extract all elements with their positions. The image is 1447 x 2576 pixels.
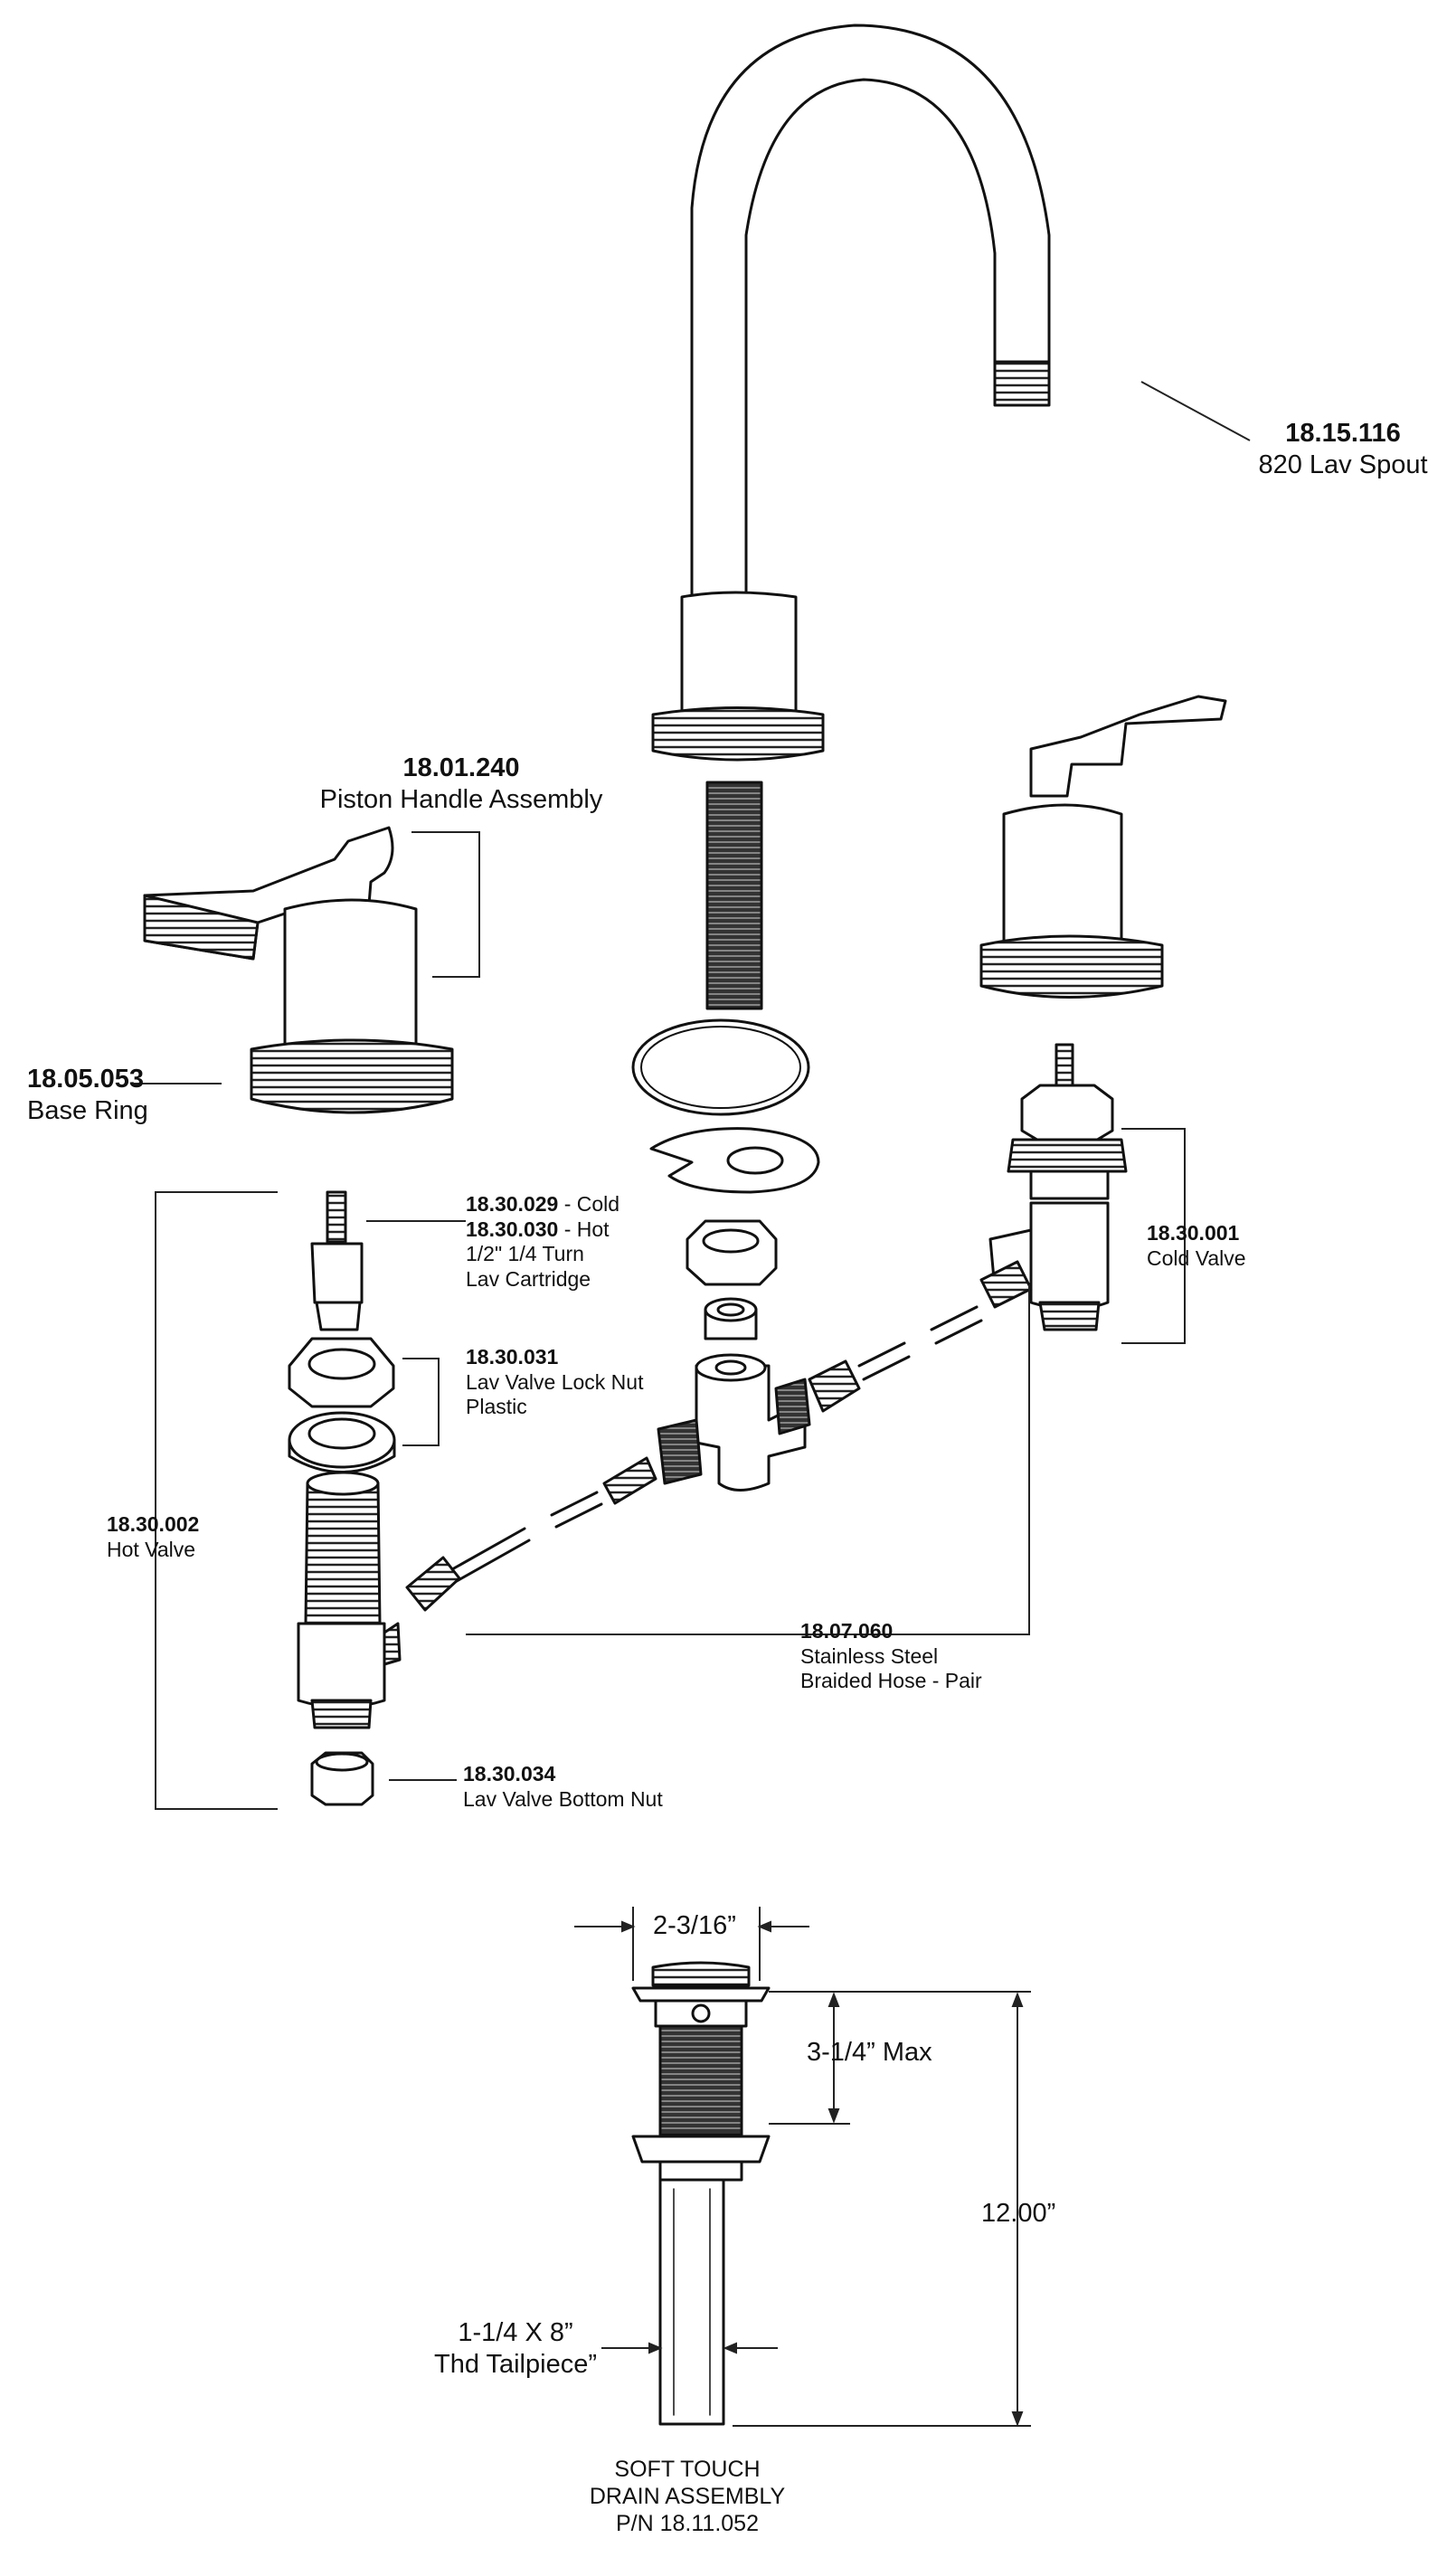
cartridge-label: 18.30.029 - Cold 18.30.030 - Hot 1/2" 1/… (466, 1192, 619, 1292)
spout-part-number: 18.15.116 (1285, 419, 1401, 448)
spout (690, 24, 1051, 599)
base-ring-part-name: Base Ring (27, 1095, 148, 1125)
hose-line1: Stainless Steel (800, 1643, 939, 1668)
drain-height-dimension: 12.00” (981, 2199, 1056, 2228)
hot-valve-label: 18.30.002 Hot Valve (107, 1512, 199, 1562)
hose-part-number: 18.07.060 (800, 1619, 894, 1643)
drain-caption: SOFT TOUCH DRAIN ASSEMBLY P/N 18.11.052 (538, 2456, 837, 2537)
lock-nut-line1: Lav Valve Lock Nut (466, 1369, 644, 1394)
bottom-nut-part-number: 18.30.034 (463, 1762, 556, 1785)
handle-part-name: Piston Handle Assembly (319, 784, 603, 814)
cartridge-line1: 1/2" 1/4 Turn (466, 1242, 584, 1266)
cold-valve (988, 1043, 1128, 1331)
hose-label: 18.07.060 Stainless Steel Braided Hose -… (800, 1619, 982, 1694)
base-ring-label: 18.05.053 Base Ring (27, 1064, 148, 1127)
cold-valve-part-number: 18.30.001 (1147, 1221, 1240, 1245)
hot-valve (297, 1471, 402, 1729)
dimension-lines (574, 1907, 1031, 2427)
cold-valve-part-name: Cold Valve (1147, 1245, 1246, 1270)
drain-max-dimension: 3-1/4” Max (807, 2038, 932, 2067)
right-handle (979, 695, 1227, 999)
spout-base (651, 591, 825, 1010)
lock-nut-label: 18.30.031 Lav Valve Lock Nut Plastic (466, 1345, 643, 1420)
spacer (704, 1297, 758, 1340)
bottom-nut-part-name: Lav Valve Bottom Nut (463, 1786, 663, 1811)
o-ring (631, 1018, 810, 1116)
cartridge-line2: Lav Cartridge (466, 1266, 591, 1291)
leader-lines (134, 381, 1251, 1810)
bottom-nut-label: 18.30.034 Lav Valve Bottom Nut (463, 1762, 663, 1812)
hot-valve-part-number: 18.30.002 (107, 1512, 200, 1536)
drain-caption-line3: P/N 18.11.052 (616, 2511, 759, 2536)
drain-caption-line1: SOFT TOUCH (614, 2457, 761, 2482)
left-handle (143, 826, 454, 1114)
spout-part-name: 820 Lav Spout (1258, 450, 1428, 479)
tee-fitting (657, 1353, 811, 1492)
hose-line2: Braided Hose - Pair (800, 1669, 982, 1693)
drain-caption-line2: DRAIN ASSEMBLY (589, 2484, 786, 2509)
spout-label: 18.15.116 820 Lav Spout (1248, 418, 1438, 481)
hose-right (808, 1260, 1033, 1413)
cold-valve-label: 18.30.001 Cold Valve (1147, 1221, 1246, 1271)
tailpiece-line1: 1-1/4 X 8” (458, 2318, 573, 2347)
cartridge-hot-suffix: - Hot (558, 1217, 610, 1241)
drain-assembly (631, 1961, 771, 2426)
handle-label: 18.01.240 Piston Handle Assembly (312, 753, 610, 816)
handle-part-number: 18.01.240 (402, 753, 520, 782)
cartridge-cold-suffix: - Cold (558, 1192, 620, 1216)
hot-valve-part-name: Hot Valve (107, 1537, 196, 1561)
cartridge (310, 1190, 364, 1331)
tailpiece-label: 1-1/4 X 8” Thd Tailpiece” (398, 2317, 633, 2381)
lock-nut-hex (288, 1337, 395, 1408)
tailpiece-line2: Thd Tailpiece” (433, 2349, 597, 2379)
cartridge-cold-number: 18.30.029 (466, 1192, 559, 1216)
lock-nut-part-number: 18.30.031 (466, 1345, 559, 1368)
drain-width-dimension: 2-3/16” (653, 1911, 736, 1940)
base-ring-part-number: 18.05.053 (27, 1065, 145, 1094)
cartridge-hot-number: 18.30.030 (466, 1217, 559, 1241)
slotted-washer (649, 1127, 820, 1194)
lock-nut-plastic (288, 1411, 396, 1473)
bottom-nut (310, 1751, 374, 1806)
hex-nut (686, 1219, 778, 1286)
lock-nut-line2: Plastic (466, 1395, 527, 1419)
hose-left (405, 1456, 657, 1612)
